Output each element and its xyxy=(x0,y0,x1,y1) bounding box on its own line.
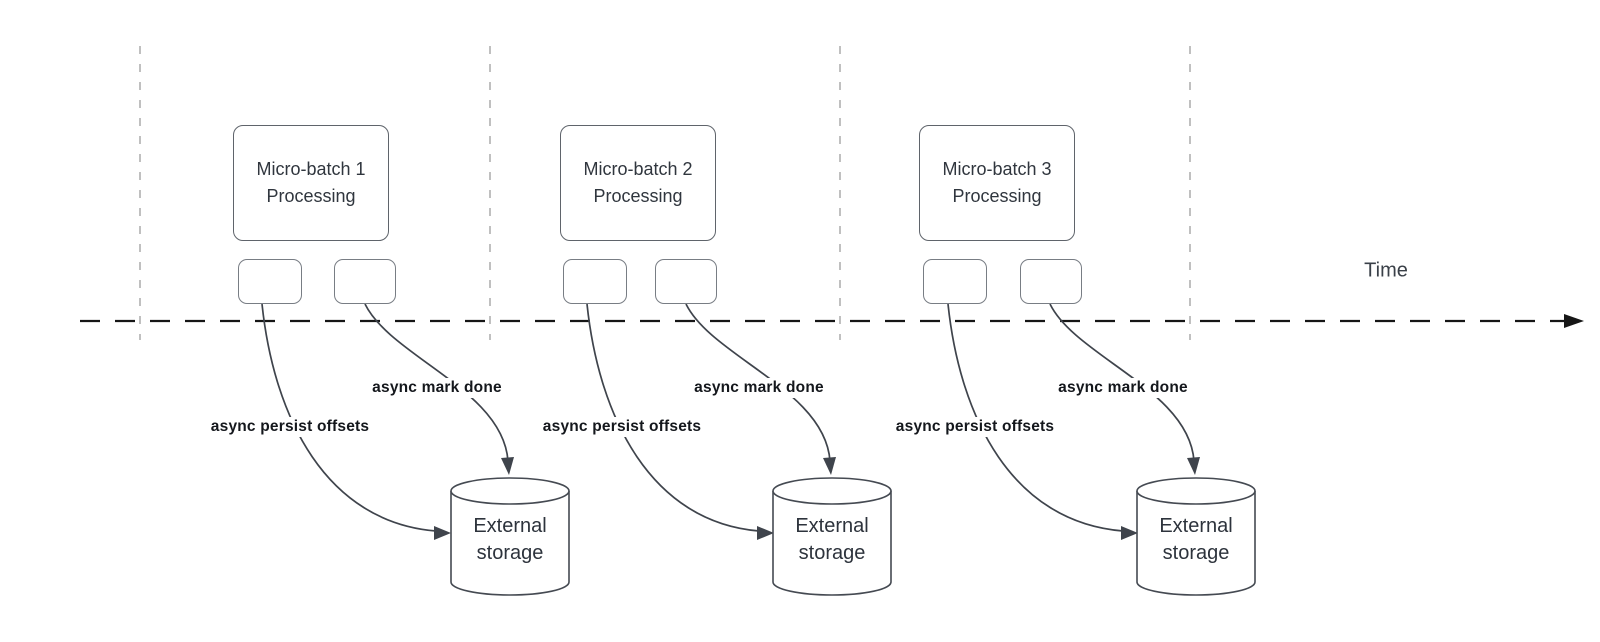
micro-batch-1-box: Micro-batch 1 Processing xyxy=(233,125,389,241)
persist-arrowhead-3 xyxy=(1121,526,1138,540)
interval-guide-lines xyxy=(139,46,1191,340)
mark-done-task-box-3 xyxy=(1020,259,1082,304)
external-storage-label-1: External storage xyxy=(473,515,547,564)
mark-done-arrowhead-1 xyxy=(501,457,514,475)
micro-batch-3-label: Micro-batch 3 Processing xyxy=(942,159,1052,206)
mark-done-arrowhead-2 xyxy=(823,457,836,475)
storage-cylinders xyxy=(450,477,1256,596)
persist-offsets-label-2: async persist offsets xyxy=(539,417,705,437)
micro-batch-3-box: Micro-batch 3 Processing xyxy=(919,125,1075,241)
mark-done-label-3: async mark done xyxy=(1055,378,1191,398)
mark-done-arrow-2 xyxy=(685,303,831,462)
storage-cylinder-3 xyxy=(1136,477,1256,596)
micro-batch-2-label: Micro-batch 2 Processing xyxy=(583,159,693,206)
mark-done-connectors xyxy=(364,303,1195,462)
persist-arrow-2 xyxy=(586,303,760,532)
time-axis-arrowhead xyxy=(1564,314,1584,328)
mark-done-arrowheads xyxy=(501,457,1200,475)
mark-done-task-box-2 xyxy=(655,259,717,304)
mark-done-arrow-1 xyxy=(364,303,509,462)
micro-batch-1-label: Micro-batch 1 Processing xyxy=(256,159,366,206)
persist-arrow-1 xyxy=(261,303,437,532)
storage-cylinder-1 xyxy=(450,477,570,596)
mark-done-arrowhead-3 xyxy=(1187,457,1200,475)
external-storage-label-3: External storage xyxy=(1159,515,1233,564)
persist-arrow-3 xyxy=(947,303,1124,532)
persist-offsets-label-1: async persist offsets xyxy=(207,417,373,437)
persist-task-box-3 xyxy=(923,259,987,304)
storage-cylinder-2 xyxy=(772,477,892,596)
persist-task-box-1 xyxy=(238,259,302,304)
micro-batch-2-box: Micro-batch 2 Processing xyxy=(560,125,716,241)
persist-connectors xyxy=(261,303,1124,532)
time-axis-label: Time xyxy=(1364,259,1408,282)
mark-done-task-box-1 xyxy=(334,259,396,304)
mark-done-arrow-3 xyxy=(1049,303,1195,462)
mark-done-label-1: async mark done xyxy=(369,378,505,398)
external-storage-label-2: External storage xyxy=(795,515,869,564)
time-axis xyxy=(80,314,1584,328)
mark-done-label-2: async mark done xyxy=(691,378,827,398)
persist-task-box-2 xyxy=(563,259,627,304)
persist-arrowhead-1 xyxy=(434,526,451,540)
persist-offsets-label-3: async persist offsets xyxy=(892,417,1058,437)
persist-arrowhead-2 xyxy=(757,526,774,540)
persist-arrowheads xyxy=(434,526,1138,540)
